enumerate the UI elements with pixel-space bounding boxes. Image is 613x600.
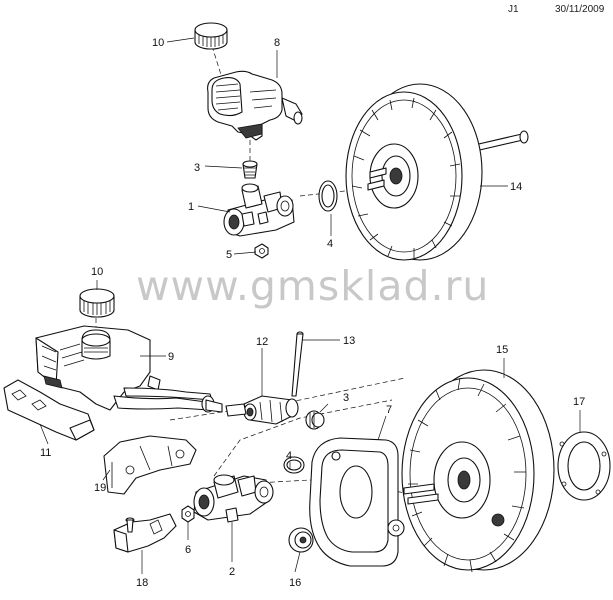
callout-13: 13 — [343, 335, 355, 347]
brake-fluid-reservoir-top — [207, 70, 303, 141]
mounting-nut-bottom — [181, 505, 195, 523]
mounting-nut-top — [254, 243, 269, 259]
callout-1: 1 — [188, 201, 194, 213]
brake-fluid-reservoir-bottom — [35, 325, 161, 411]
reservoir-cap-bottom — [79, 288, 115, 318]
callout-12: 12 — [256, 336, 268, 348]
reservoir-bracket — [3, 379, 95, 441]
callout-11: 11 — [40, 447, 51, 459]
hose-connector-fitting — [225, 395, 299, 425]
brake-booster-top — [345, 83, 529, 261]
diagram-date: 30/11/2009 — [555, 4, 605, 15]
reservoir-grommet-bottom — [305, 410, 325, 430]
callout-19: 19 — [94, 482, 106, 494]
callout-15: 15 — [496, 344, 508, 356]
callout-2: 2 — [229, 566, 235, 578]
callout-10-top: 10 — [152, 37, 164, 49]
callout-8: 8 — [274, 37, 280, 49]
callout-leaders-top — [166, 37, 508, 255]
brake-booster-bottom — [401, 369, 555, 573]
seal-ring-bottom — [283, 456, 305, 474]
reservoir-grommet-top — [242, 160, 258, 179]
booster-mounting-gasket — [557, 431, 611, 501]
reservoir-cap-top — [194, 22, 228, 50]
booster-seal — [288, 527, 314, 553]
callout-16: 16 — [289, 577, 301, 589]
callout-17: 17 — [573, 396, 585, 408]
callout-3-bottom: 3 — [343, 392, 349, 404]
callout-5: 5 — [226, 249, 232, 261]
callout-numbers: 10 8 3 1 4 5 14 10 9 12 13 3 7 4 15 17 1… — [40, 37, 585, 589]
callout-6: 6 — [185, 544, 191, 556]
callout-7: 7 — [386, 404, 392, 416]
callout-18: 18 — [136, 577, 148, 589]
mounting-bracket-19 — [103, 435, 197, 495]
callout-14: 14 — [510, 181, 522, 193]
watermark-text: www.gmsklad.ru — [136, 262, 489, 310]
diagram-code: J1 — [508, 4, 519, 15]
callout-leaders-bottom — [39, 280, 581, 574]
master-cylinder-bottom — [193, 474, 274, 523]
brake-fluid-hoses — [113, 387, 223, 413]
callout-3-top: 3 — [194, 162, 200, 174]
mounting-bracket-18 — [113, 513, 177, 553]
callout-4-bottom: 4 — [286, 450, 292, 462]
seal-ring-top — [318, 180, 338, 212]
retaining-pin — [291, 331, 304, 397]
callout-10-bottom: 10 — [91, 266, 103, 278]
master-cylinder-top — [223, 183, 295, 237]
booster-gasket-plate — [309, 437, 405, 567]
callout-4-top: 4 — [327, 238, 333, 250]
callout-9: 9 — [168, 351, 174, 363]
